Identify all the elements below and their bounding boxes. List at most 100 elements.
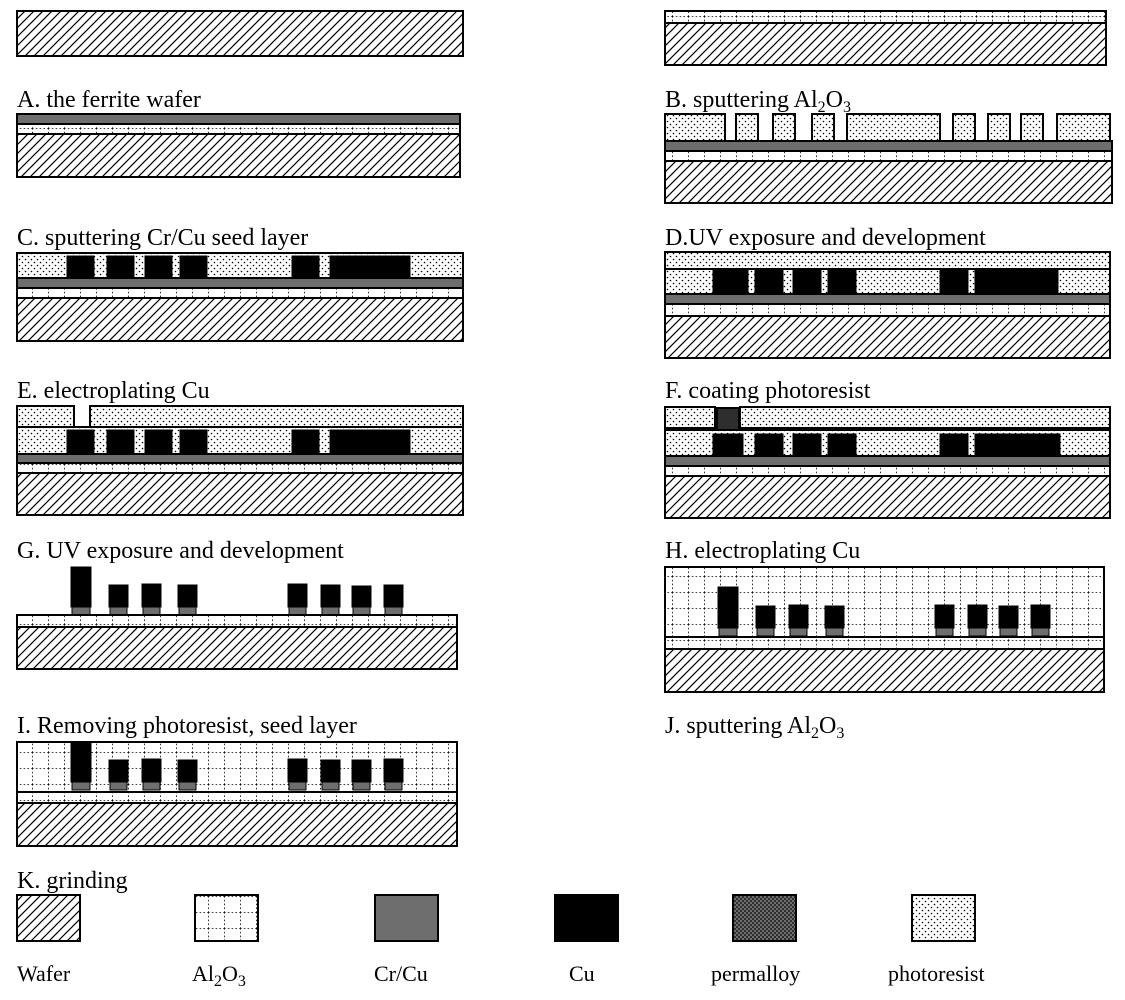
panel-k-grinding: K. grinding — [16, 741, 458, 894]
seed-pad — [71, 606, 91, 616]
cu-block — [108, 584, 129, 608]
photoresist-block — [952, 113, 976, 142]
cu-coil-pattern — [66, 429, 411, 455]
seed-pad — [825, 627, 844, 637]
crcu-layer — [664, 293, 1111, 305]
step-label-f: F. coating photoresist — [665, 378, 871, 404]
wafer-layer — [16, 472, 464, 516]
legend-label-crcu: Cr/Cu — [374, 961, 428, 986]
seed-pad — [109, 781, 128, 791]
cu-block — [70, 742, 92, 783]
al2o3-layer — [664, 636, 1105, 650]
legend-swatch-photoresist — [911, 894, 976, 942]
wafer-layer — [664, 315, 1111, 359]
cu-block — [754, 433, 784, 457]
seed-pad — [789, 627, 808, 637]
legend-label-cu: Cu — [569, 961, 595, 986]
crcu-layer — [16, 113, 461, 125]
legend-label-photoresist: photoresist — [888, 961, 985, 986]
panel-i-removing-photoresist: I. Removing photoresist, seed layer — [16, 566, 458, 739]
cu-block — [66, 255, 95, 279]
photoresist-block — [811, 113, 835, 142]
cu-block — [320, 759, 341, 783]
cu-block — [383, 758, 404, 783]
cu-block — [66, 429, 95, 455]
cu-block — [974, 269, 1059, 295]
cu-block — [788, 604, 809, 629]
panel-e-electroplating-cu: E. electroplating Cu — [16, 252, 464, 404]
panel-a-ferrite-wafer: A. the ferrite wafer — [16, 10, 464, 113]
legend-label-al2o3: Al2O3 — [192, 961, 246, 990]
cu-block — [287, 758, 308, 783]
material-legend: Wafer Al2O3 Cr/Cu Cu permalloy photoresi… — [16, 894, 985, 990]
al2o3-layer — [16, 462, 464, 474]
wafer-layer — [16, 626, 458, 670]
legend-swatch-permalloy — [732, 894, 797, 942]
wafer-layer — [664, 160, 1113, 204]
seed-pad — [288, 606, 307, 616]
cu-block — [177, 759, 198, 783]
seed-pad — [352, 606, 371, 616]
seed-pad — [935, 627, 954, 637]
legend-item-al2o3: Al2O3 — [192, 894, 259, 990]
photoresist-block — [89, 405, 464, 428]
cu-block — [329, 429, 411, 455]
cu-block — [351, 585, 372, 608]
cu-block — [792, 269, 822, 295]
wafer-layer — [16, 133, 461, 178]
seed-pad — [352, 781, 371, 791]
al2o3-layer — [664, 303, 1111, 317]
cu-block — [998, 605, 1019, 629]
step-label-i: I. Removing photoresist, seed layer — [17, 713, 357, 739]
photoresist-block — [664, 113, 726, 142]
seed-pad — [142, 606, 161, 616]
seed-pad — [288, 781, 307, 791]
al2o3-layer — [664, 150, 1113, 162]
cu-block — [291, 255, 320, 279]
step-label-e: E. electroplating Cu — [17, 378, 210, 404]
legend-item-permalloy: permalloy — [711, 894, 800, 986]
photoresist-block — [739, 406, 1111, 429]
cu-block — [827, 269, 857, 295]
panel-d-uv-exposure: D.UV exposure and development — [664, 113, 1113, 251]
photoresist-block — [1056, 113, 1111, 142]
step-label-g: G. UV exposure and development — [17, 538, 344, 564]
legend-item-photoresist: photoresist — [888, 894, 985, 986]
cu-block — [939, 269, 969, 295]
al2o3-layer — [16, 123, 461, 135]
panel-g-uv-exposure: G. UV exposure and development — [16, 405, 464, 564]
wafer-layer — [664, 648, 1105, 693]
cu-block — [320, 584, 341, 608]
cu-coil-pattern — [712, 269, 1059, 295]
al2o3-layer — [16, 614, 458, 628]
panel-b-sputtering-al2o3: B. sputtering Al2O3 — [664, 10, 1107, 116]
cu-block — [712, 433, 744, 457]
cu-block — [792, 433, 822, 457]
legend-swatch-cu — [554, 894, 619, 942]
cu-coil-pattern — [70, 742, 404, 791]
cu-block — [712, 269, 749, 295]
legend-label-permalloy: permalloy — [711, 961, 800, 986]
seed-pad — [384, 781, 403, 791]
wafer-layer — [16, 802, 458, 847]
seed-pad — [142, 781, 161, 791]
photoresist-block — [987, 113, 1011, 142]
legend-item-crcu: Cr/Cu — [374, 894, 439, 986]
photoresist-block — [1020, 113, 1044, 142]
photoresist-block — [664, 406, 716, 429]
cu-coil-pattern — [70, 566, 404, 616]
cu-block — [754, 269, 784, 295]
cu-block — [179, 429, 208, 455]
cu-block — [287, 583, 308, 608]
cu-coil-pattern — [717, 586, 1051, 637]
cu-block — [351, 759, 372, 783]
seed-pad — [968, 627, 987, 637]
cu-block — [967, 604, 988, 629]
legend-label-wafer: Wafer — [17, 961, 71, 986]
seed-pad — [178, 606, 197, 616]
panel-f-coating-photoresist: F. coating photoresist — [664, 251, 1111, 404]
seed-pad — [384, 606, 403, 616]
step-label-k: K. grinding — [17, 868, 128, 894]
wafer-layer — [664, 475, 1111, 519]
al2o3-layer — [16, 791, 458, 804]
